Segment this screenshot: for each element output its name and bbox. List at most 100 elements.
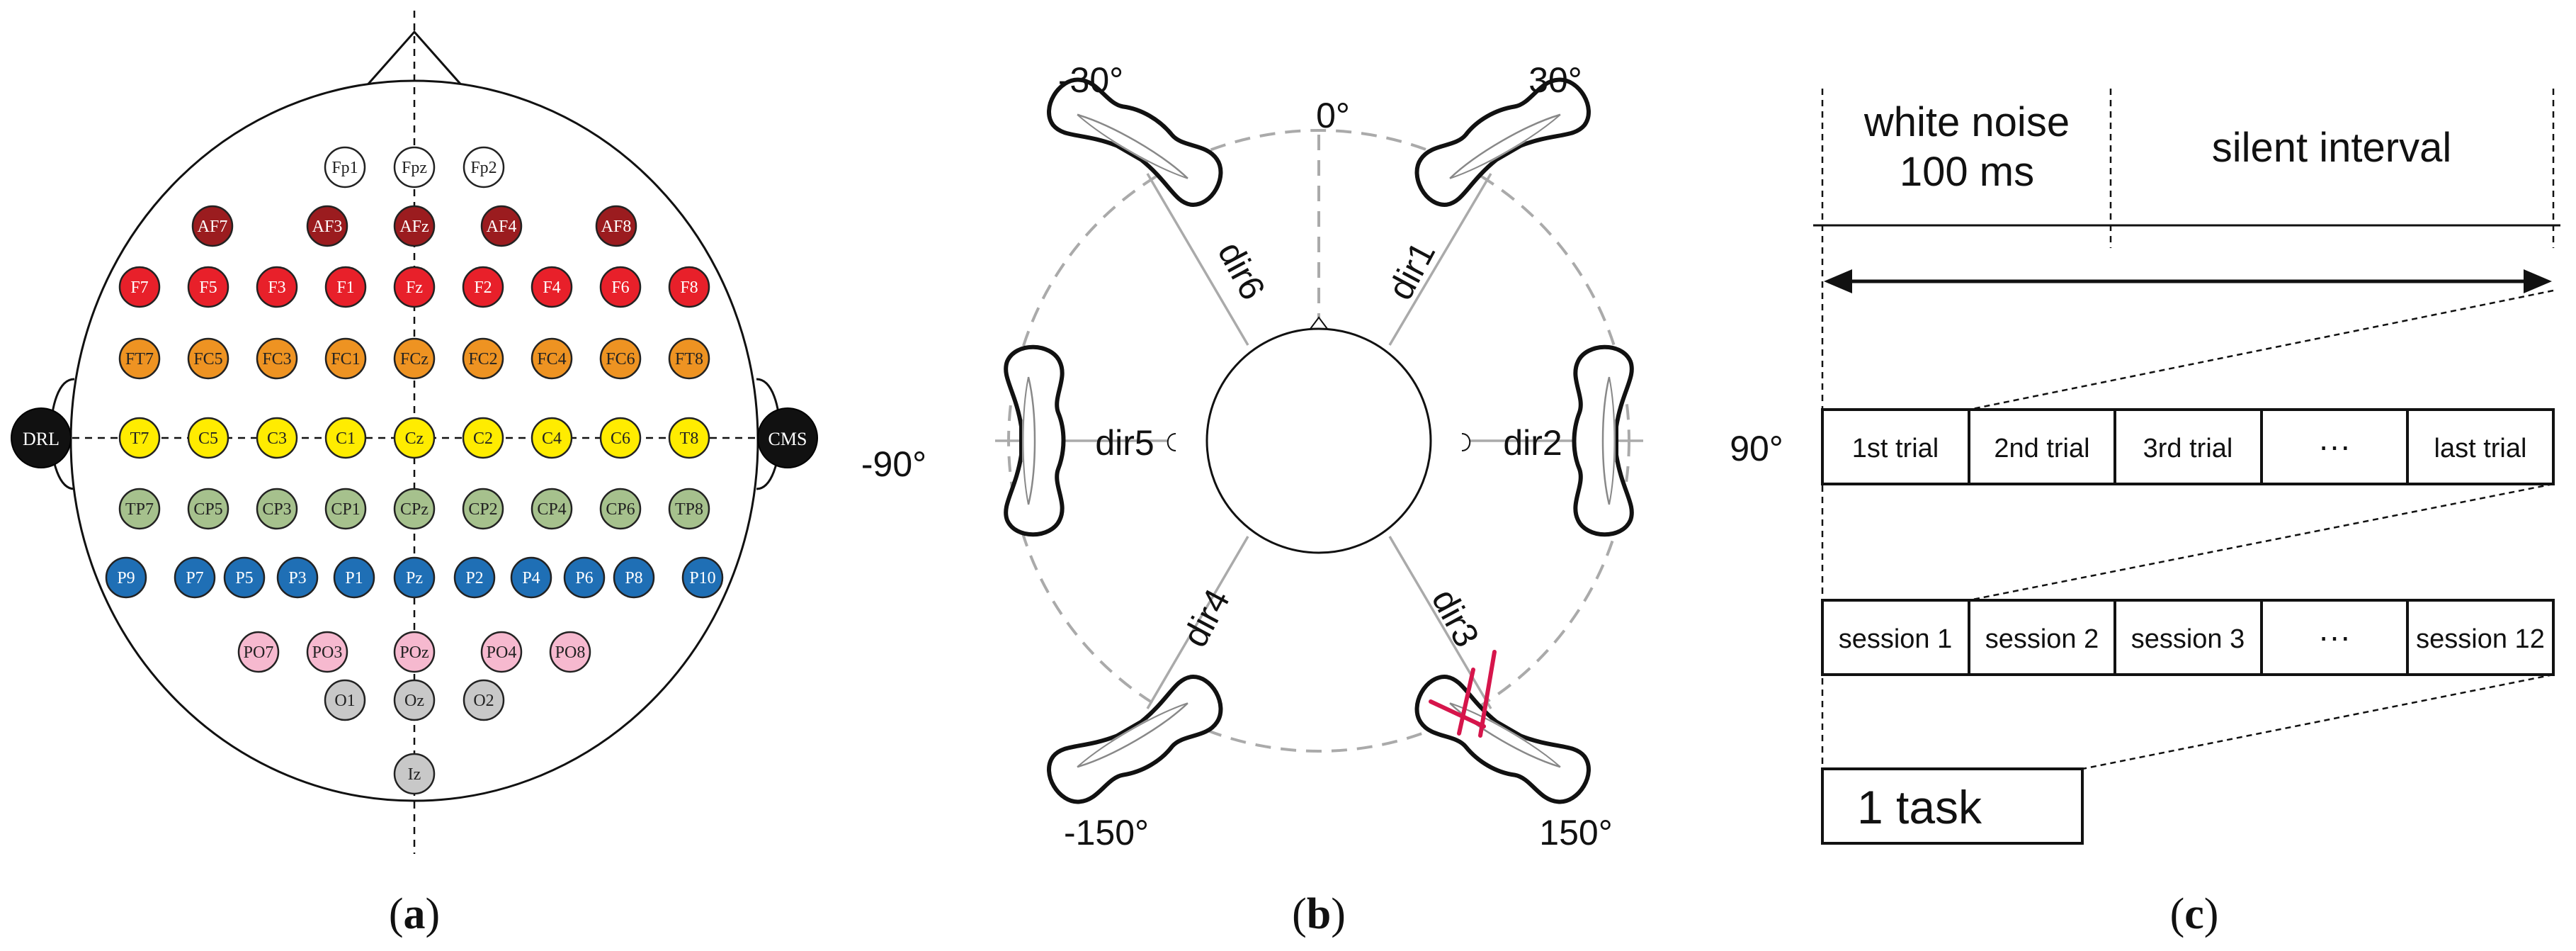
task-box: 1 task (1821, 767, 2084, 845)
electrode-c1: C1 (324, 417, 367, 459)
electrode-label: TP7 (125, 500, 154, 519)
electrode-label: CP6 (606, 500, 635, 519)
electrode-label: AF8 (601, 218, 632, 236)
listener-right-ear (1461, 433, 1471, 451)
electrode-ft8: FT8 (668, 337, 710, 380)
electrode-label: P8 (625, 569, 642, 587)
ray-dir1 (1388, 173, 1492, 346)
electrode-label: FC3 (262, 350, 291, 368)
electrode-label: POz (399, 643, 429, 662)
electrode-label: F4 (543, 278, 560, 297)
electrode-label: P6 (575, 569, 593, 587)
electrode-fcz: FCz (393, 337, 436, 380)
noise-duration-label: 100 ms (1900, 149, 2034, 195)
electrode-label: PO7 (244, 643, 274, 662)
dir2-label: dir2 (1503, 423, 1562, 463)
electrode-c6: C6 (599, 417, 642, 459)
session-ellipsis: ··· (2318, 618, 2351, 655)
electrode-label: CP1 (331, 500, 360, 519)
angle-label-150: 150° (1539, 813, 1612, 852)
electrode-poz: POz (393, 631, 436, 673)
electrode-c3: C3 (256, 417, 298, 459)
electrode-af8: AF8 (595, 205, 637, 247)
electrode-cp4: CP4 (530, 488, 573, 530)
session-2: session 2 (1985, 624, 2099, 654)
electrode-tp8: TP8 (668, 488, 710, 530)
session-sequence: session 1 session 2 session 3 ··· sessio… (1821, 599, 2555, 676)
angle-label-90: 90° (1730, 429, 1783, 468)
electrode-f4: F4 (530, 266, 573, 308)
angle-label-minus150: -150° (1064, 813, 1149, 852)
electrode-p6: P6 (563, 556, 606, 599)
electrode-oz: Oz (393, 679, 436, 721)
electrode-po4: PO4 (480, 631, 523, 673)
session-3: session 3 (2131, 624, 2245, 654)
electrode-fc2: FC2 (462, 337, 504, 380)
electrode-c4: C4 (530, 417, 573, 459)
dir3-label: dir3 (1424, 583, 1487, 653)
electrode-label: FC2 (468, 350, 497, 368)
electrode-label: T7 (130, 429, 149, 448)
electrode-label: AF3 (312, 218, 343, 236)
trial-duration-arrow (1824, 269, 2552, 293)
electrode-label: O2 (473, 692, 494, 710)
electrode-f1: F1 (324, 266, 367, 308)
electrode-fc1: FC1 (324, 337, 367, 380)
electrode-label: Fz (406, 278, 423, 297)
electrode-label: P1 (345, 569, 363, 587)
electrode-label: C5 (198, 429, 218, 448)
angle-label-30: 30° (1528, 60, 1582, 100)
listener-nose (1310, 316, 1328, 330)
electrode-label: O1 (334, 692, 355, 710)
electrode-cz: Cz (393, 417, 436, 459)
white-noise-label: white noise (1863, 99, 2070, 145)
trial-2: 2nd trial (1994, 434, 2089, 463)
dir4-label: dir4 (1175, 583, 1238, 653)
electrode-af3: AF3 (306, 205, 348, 247)
electrode-fpz: Fpz (393, 146, 436, 188)
panel-b-speaker-layout: 0° 30° 90° 150° -150° -90° -30° dir1 dir… (861, 60, 1783, 938)
electrode-label: FCz (400, 350, 429, 368)
electrode-label: CP2 (468, 500, 497, 519)
electrode-label: C6 (611, 429, 630, 448)
cms-label: CMS (768, 429, 807, 449)
electrode-ft7: FT7 (118, 337, 161, 380)
electrode-cp3: CP3 (256, 488, 298, 530)
ray-dir6 (1146, 173, 1249, 346)
reference-electrode-drl: DRL (11, 407, 72, 468)
dir5-label: dir5 (1095, 423, 1154, 463)
electrode-label: C4 (542, 429, 562, 448)
electrode-label: T8 (680, 429, 699, 448)
electrode-f8: F8 (668, 266, 710, 308)
ray-dir4 (1146, 536, 1249, 709)
electrode-label: F8 (680, 278, 698, 297)
electrode-f6: F6 (599, 266, 642, 308)
electrode-label: P9 (117, 569, 135, 587)
electrode-label: F7 (130, 278, 148, 297)
electrode-p9: P9 (105, 556, 147, 599)
electrode-af4: AF4 (480, 205, 523, 247)
electrode-label: F6 (611, 278, 629, 297)
electrode-f3: F3 (256, 266, 298, 308)
electrode-label: C2 (473, 429, 493, 448)
session-12: session 12 (2416, 624, 2545, 654)
electrode-label: AFz (399, 218, 429, 236)
electrode-cp1: CP1 (324, 488, 367, 530)
electrode-label: F2 (474, 278, 492, 297)
electrode-label: CP5 (193, 500, 222, 519)
angle-label-minus30: -30° (1058, 60, 1123, 100)
trial-last: last trial (2434, 434, 2527, 463)
listener-head (1205, 327, 1432, 554)
silent-interval-label: silent interval (2212, 125, 2451, 171)
electrode-po8: PO8 (549, 631, 591, 673)
electrode-label: PO3 (312, 643, 343, 662)
electrode-fc6: FC6 (599, 337, 642, 380)
dir1-label: dir1 (1380, 235, 1443, 306)
electrode-label: P5 (235, 569, 253, 587)
electrode-t8: T8 (668, 417, 710, 459)
zoom-line-trial (1968, 289, 2554, 411)
electrode-po7: PO7 (237, 631, 280, 673)
electrode-label: TP8 (675, 500, 703, 519)
